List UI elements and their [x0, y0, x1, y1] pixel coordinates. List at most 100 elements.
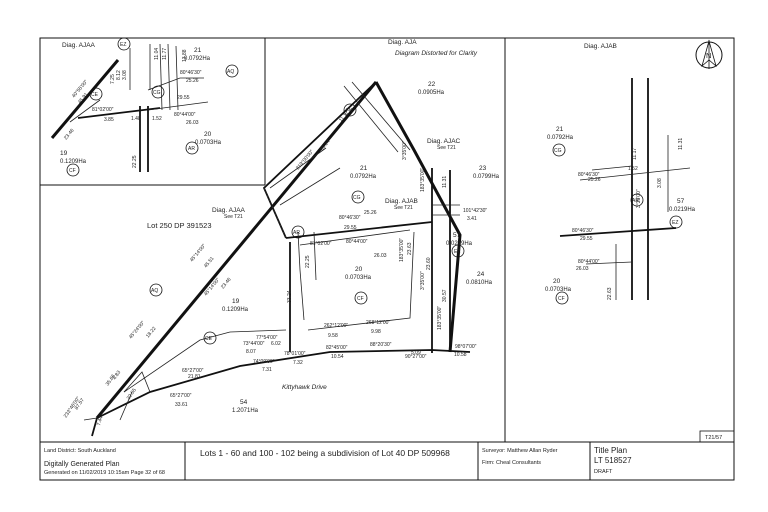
svg-text:33.24: 33.24	[287, 290, 293, 303]
lot24-main-num: 24	[477, 271, 485, 278]
boundary-north-diagonal	[374, 81, 462, 353]
lot23-main-num: 23	[479, 165, 487, 172]
svg-text:AR: AR	[188, 146, 195, 152]
lot54-main-num: 54	[240, 399, 248, 406]
svg-text:6.02: 6.02	[271, 341, 281, 347]
svg-text:10.54: 10.54	[331, 354, 344, 360]
svg-text:80°44'00": 80°44'00"	[346, 239, 368, 245]
svg-text:80°44'00": 80°44'00"	[578, 259, 600, 265]
svg-text:CG: CG	[554, 148, 562, 154]
lot57-main-num: 57	[453, 232, 461, 239]
svg-text:3.08: 3.08	[657, 178, 663, 188]
lot57-ajab-num: 57	[677, 198, 685, 205]
svg-text:80°44'00": 80°44'00"	[174, 112, 196, 118]
lot20-main-num: 20	[355, 266, 363, 273]
easement-cf-ajab: CF	[555, 291, 569, 305]
ajab-dimensions: 80°46'30" 25.26 80°46'30" 29.55 80°44'00…	[572, 138, 684, 300]
svg-text:74°09'00": 74°09'00"	[253, 359, 275, 365]
svg-text:90°27'00": 90°27'00"	[405, 354, 427, 360]
svg-text:8.12: 8.12	[116, 70, 122, 80]
svg-text:26.03: 26.03	[374, 253, 387, 259]
svg-text:268°12'00": 268°12'00"	[366, 320, 390, 326]
lot22-main-num: 22	[428, 81, 436, 88]
land-district: Land District: South Auckland	[44, 448, 116, 454]
svg-text:183°35'00": 183°35'00"	[420, 168, 426, 192]
svg-text:CF: CF	[69, 168, 76, 174]
lot21-main-area: 0.0792Ha	[350, 174, 377, 180]
svg-text:4.83: 4.83	[112, 370, 123, 382]
easement-ez-main: EZ	[451, 244, 465, 258]
easement-ez-ajab: EZ	[669, 215, 683, 229]
easement-fk-main: FK	[343, 103, 357, 117]
svg-text:11.31: 11.31	[442, 176, 448, 188]
lot19-main-area: 0.1209Ha	[222, 307, 249, 313]
svg-text:AQ: AQ	[227, 69, 234, 75]
svg-text:80°46'30": 80°46'30"	[180, 70, 202, 76]
easement-cf-ajaa: AR	[185, 141, 199, 155]
svg-text:EZ: EZ	[120, 42, 126, 48]
diag-ajab-main: Diag. AJAB	[385, 198, 418, 205]
svg-text:183°35'00": 183°35'00"	[399, 238, 405, 262]
easement-fk-ajaa: EZ	[117, 37, 131, 51]
easement-cg-ajab: CG	[552, 143, 566, 157]
see-t21-ajab: See T21	[394, 205, 413, 211]
svg-text:30.57: 30.57	[442, 289, 448, 302]
svg-text:25.26: 25.26	[186, 78, 199, 84]
svg-text:21.81: 21.81	[188, 374, 201, 380]
diag-ajaa-inset-title: Diag. AJAA	[62, 42, 96, 49]
svg-text:CE: CE	[205, 336, 213, 342]
svg-text:9.98: 9.98	[371, 329, 381, 335]
svg-text:65°27'00": 65°27'00"	[182, 368, 204, 374]
see-t21-ajac: See T21	[437, 145, 456, 151]
svg-text:3.08: 3.08	[122, 70, 128, 80]
diag-main-title: Diag. AJA	[388, 39, 417, 46]
firm-name: Firm: Cheal Consultants	[482, 460, 541, 466]
svg-text:73°44'00": 73°44'00"	[243, 341, 265, 347]
plan-number: LT 518527	[594, 456, 632, 465]
svg-text:13.88: 13.88	[182, 49, 188, 62]
svg-text:29.55: 29.55	[344, 225, 357, 231]
main-dimensions: 80°46'30" 25.26 81°02'00" 80°44'00" 29.5…	[63, 110, 488, 427]
see-t21-ajaa: See T21	[224, 214, 243, 220]
svg-text:88°20'30": 88°20'30"	[370, 342, 392, 348]
svg-text:29.55: 29.55	[580, 236, 593, 242]
lot20-main-area: 0.0703Ha	[345, 275, 372, 281]
svg-text:CG: CG	[153, 90, 161, 96]
svg-text:CE: CE	[91, 92, 99, 98]
lot24-main-area: 0.0810Ha	[466, 280, 493, 286]
svg-text:81°02'00": 81°02'00"	[310, 241, 332, 247]
svg-text:1.52: 1.52	[152, 116, 162, 122]
svg-text:22.63: 22.63	[607, 287, 613, 300]
svg-text:11.77: 11.77	[162, 48, 168, 60]
generated-on: Generated on 11/02/2019 10:15am Page 32 …	[44, 470, 165, 476]
easement-ar-ajab: AR	[630, 193, 644, 207]
svg-text:EZ: EZ	[454, 249, 460, 255]
svg-text:10.58: 10.58	[454, 352, 467, 358]
svg-text:29.55: 29.55	[177, 95, 190, 101]
inset-ajab-lines	[559, 78, 691, 300]
svg-text:78°01'00": 78°01'00"	[284, 351, 306, 357]
svg-text:9.58: 9.58	[328, 333, 338, 339]
surveyor-name: Surveyor: Matthew Allan Ryder	[482, 448, 558, 454]
lot22-main-area: 0.0905Ha	[418, 90, 445, 96]
distorted-note: Diagram Distorted for Clarity	[395, 50, 478, 57]
svg-text:33.61: 33.61	[175, 402, 188, 408]
easement-aq-main: AQ	[149, 283, 163, 297]
boundary-ar-row	[285, 221, 433, 239]
easement-ar-main: AR	[291, 225, 305, 239]
svg-text:65°27'00": 65°27'00"	[170, 393, 192, 399]
svg-text:26.03: 26.03	[186, 120, 199, 126]
svg-text:8.07: 8.07	[246, 349, 256, 355]
lot20-ajaa-num: 20	[204, 131, 212, 138]
svg-text:23.60: 23.60	[426, 257, 432, 270]
svg-text:CF: CF	[558, 296, 565, 302]
lot20-ajab-num: 20	[553, 278, 561, 285]
svg-text:5.09: 5.09	[411, 350, 421, 356]
svg-text:22.25: 22.25	[305, 255, 311, 268]
easement-ce-main: CE	[203, 331, 217, 345]
lot19-ajaa-area: 0.1209Ha	[60, 159, 87, 165]
lot21-ajab-num: 21	[556, 126, 564, 133]
svg-text:EZ: EZ	[672, 220, 678, 226]
lot21-ajab-area: 0.0792Ha	[547, 135, 574, 141]
boundary-west-stub	[91, 417, 98, 437]
